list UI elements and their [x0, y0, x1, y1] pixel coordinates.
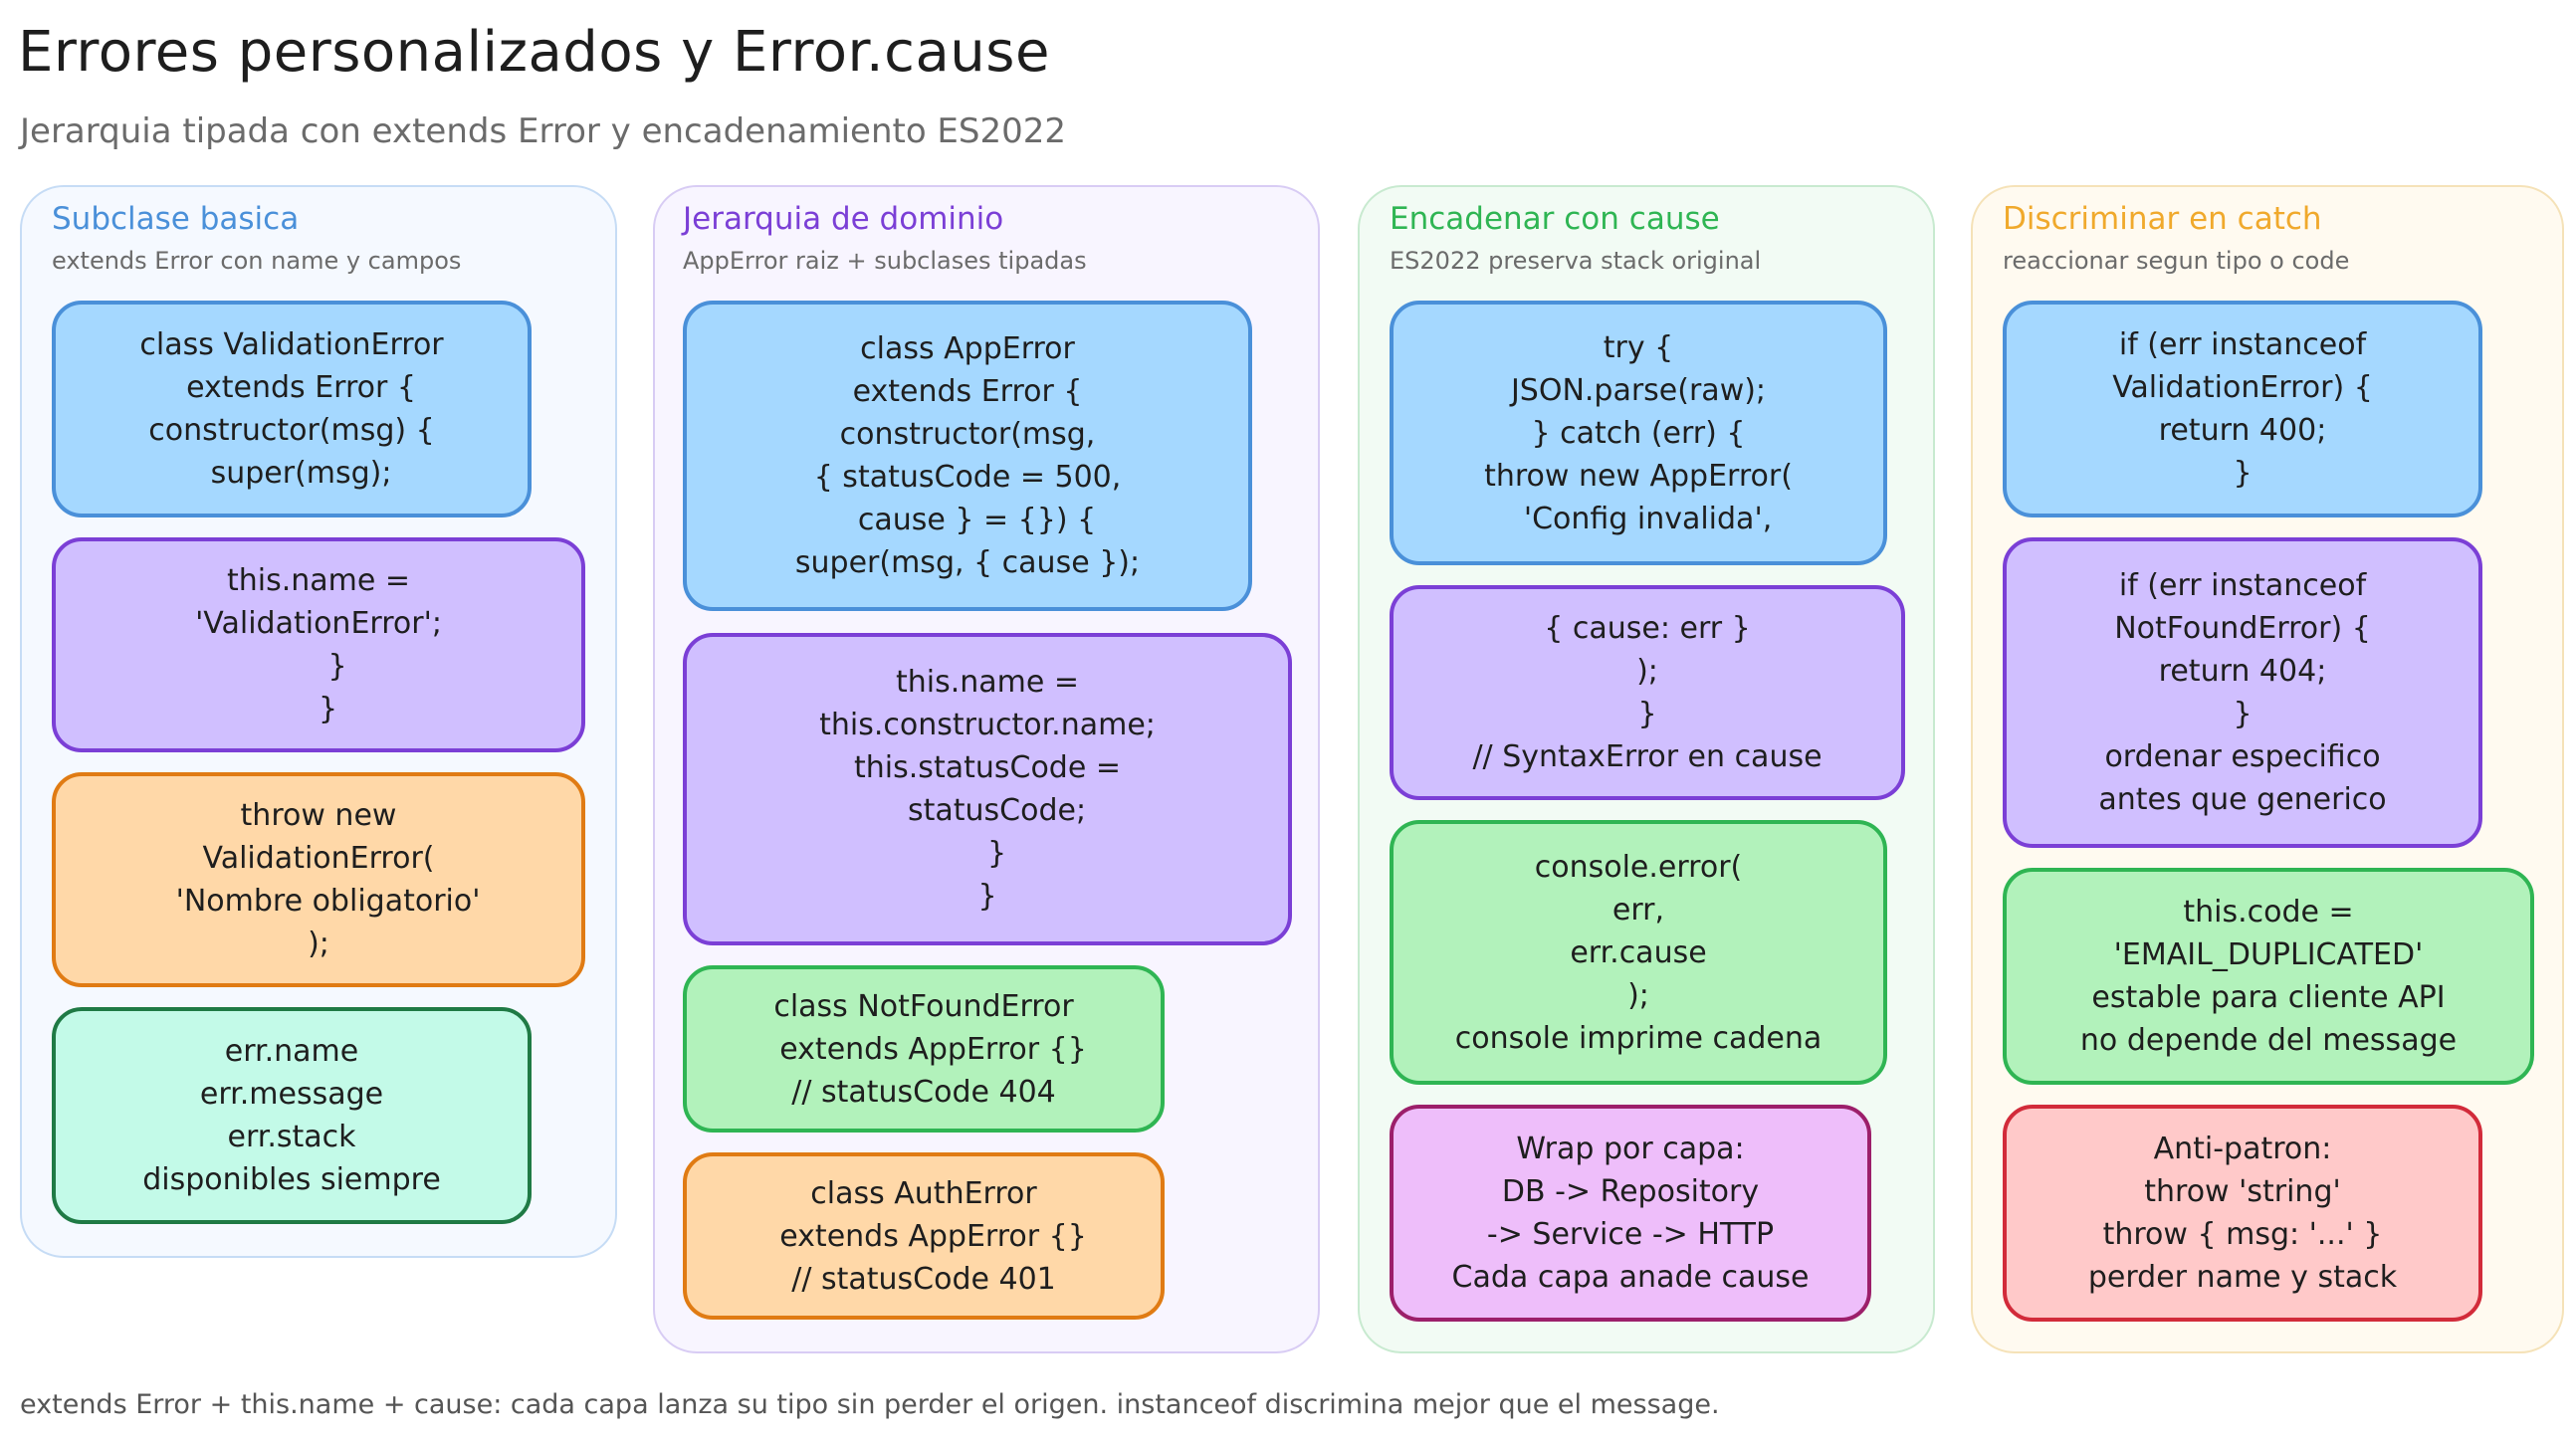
code-line: } catch (err) {	[1531, 415, 1746, 451]
code-line: if (err instanceof	[2118, 327, 2367, 362]
code-box: if (err instanceof NotFoundError) { retu…	[2003, 537, 2482, 848]
code-line: class NotFoundError	[773, 988, 1074, 1024]
code-line: }	[1637, 697, 1657, 731]
code-line: class AuthError	[810, 1175, 1037, 1211]
code-line: perder name y stack	[2087, 1260, 2398, 1295]
code-line: super(msg);	[191, 456, 392, 491]
code-line: extends Error {	[167, 370, 416, 405]
code-line: }	[299, 692, 338, 726]
code-line: Cada capa anade cause	[1451, 1260, 1810, 1295]
code-line: ordenar especifico	[2104, 739, 2381, 774]
code-line: extends AppError {}	[760, 1031, 1087, 1067]
code-line: Anti-patron:	[2153, 1132, 2332, 1166]
code-line: console imprime cadena	[1454, 1020, 1823, 1056]
code-line: console.error(	[1534, 849, 1743, 885]
code-box: class ValidationError extends Error { co…	[52, 301, 532, 517]
code-box: if (err instanceof ValidationError) { re…	[2003, 301, 2482, 517]
code-line: ValidationError) {	[2112, 370, 2373, 405]
code-box: class NotFoundError extends AppError {} …	[683, 965, 1165, 1133]
code-line: try {	[1603, 329, 1674, 365]
code-box: this.name = this.constructor.name; this.…	[683, 633, 1292, 945]
code-line: }	[2233, 697, 2253, 731]
code-line: );	[308, 927, 329, 961]
code-line: ValidationError(	[202, 841, 435, 876]
panel-subtitle: AppError raiz + subclases tipadas	[683, 247, 1087, 275]
code-line: 'ValidationError';	[195, 606, 442, 641]
footer-note: extends Error + this.name + cause: cada …	[20, 1389, 1720, 1420]
code-line: throw new AppError(	[1484, 458, 1793, 494]
panel-title: Discriminar en catch	[2003, 201, 2322, 237]
code-line: NotFoundError) {	[2114, 611, 2371, 646]
code-box: console.error( err, err.cause ); console…	[1390, 820, 1887, 1085]
code-line: );	[1627, 977, 1649, 1013]
code-line: }	[290, 649, 347, 684]
code-line: super(msg, { cause });	[794, 545, 1141, 580]
code-line: Wrap por capa:	[1516, 1132, 1745, 1166]
code-line: this.code =	[2183, 895, 2354, 929]
code-line: throw new	[240, 798, 397, 833]
panel-subtitle: reaccionar segun tipo o code	[2003, 247, 2350, 275]
code-line: return 400;	[2158, 413, 2327, 448]
panel-subtitle: extends Error con name y campos	[52, 247, 462, 275]
code-line: throw 'string'	[2144, 1174, 2341, 1209]
page-subtitle: Jerarquia tipada con extends Error y enc…	[20, 111, 1067, 151]
code-line: 'Nombre obligatorio'	[156, 884, 481, 919]
code-line: class ValidationError	[139, 327, 444, 362]
code-line: this.name =	[895, 665, 1080, 700]
code-line: if (err instanceof	[2118, 568, 2367, 603]
code-line: this.constructor.name;	[819, 708, 1156, 742]
code-box: { cause: err } ); } // SyntaxError en ca…	[1390, 585, 1905, 800]
code-line: statusCode;	[888, 793, 1087, 828]
code-line: 'EMAIL_DUPLICATED'	[2113, 937, 2424, 972]
code-line: class AppError	[860, 331, 1075, 366]
code-line: err.stack	[227, 1120, 356, 1154]
code-box: class AuthError extends AppError {} // s…	[683, 1152, 1165, 1320]
info-box: err.name err.message err.stack disponibl…	[52, 1007, 532, 1224]
code-line: extends Error {	[852, 374, 1083, 409]
code-line: }	[2233, 456, 2253, 491]
code-line: 'Config invalida',	[1504, 501, 1773, 536]
code-line: antes que generico	[2098, 782, 2387, 817]
code-line: constructor(msg,	[839, 417, 1096, 452]
info-box: Wrap por capa: DB -> Repository -> Servi…	[1390, 1105, 1871, 1322]
code-line: err.cause	[1570, 934, 1707, 970]
code-box: this.code = 'EMAIL_DUPLICATED' estable p…	[2003, 868, 2534, 1085]
code-line: -> Service -> HTTP	[1486, 1217, 1775, 1252]
code-line: return 404;	[2158, 654, 2327, 689]
code-line: // SyntaxError en cause	[1472, 739, 1823, 774]
code-line: this.name =	[226, 563, 411, 598]
code-line: err,	[1611, 892, 1665, 928]
page-title: Errores personalizados y Error.cause	[18, 20, 1050, 85]
code-line: }	[967, 836, 1007, 871]
panel-subtitle: ES2022 preserva stack original	[1390, 247, 1762, 275]
code-line: extends AppError {}	[760, 1218, 1087, 1254]
code-line: JSON.parse(raw);	[1510, 372, 1767, 408]
panel-title: Encadenar con cause	[1390, 201, 1720, 237]
panel-title: Jerarquia de dominio	[683, 201, 1004, 237]
code-line: // statusCode 401	[791, 1261, 1056, 1297]
code-line: err.name	[224, 1034, 359, 1069]
code-line: // statusCode 404	[791, 1074, 1056, 1110]
code-line: cause } = {}) {	[838, 503, 1097, 537]
code-line: { statusCode = 500,	[813, 460, 1122, 495]
code-line: this.statusCode =	[854, 750, 1121, 785]
code-line: disponibles siempre	[142, 1162, 441, 1197]
code-line: err.message	[199, 1077, 384, 1112]
code-line: throw { msg: '...' }	[2102, 1217, 2383, 1252]
panel-title: Subclase basica	[52, 201, 300, 237]
code-line: constructor(msg) {	[148, 413, 435, 448]
code-box: this.name = 'ValidationError'; } }	[52, 537, 585, 752]
code-line: );	[1636, 654, 1658, 689]
code-box: class AppError extends Error { construct…	[683, 301, 1252, 611]
code-line: { cause: err }	[1544, 611, 1751, 646]
code-box: try { JSON.parse(raw); } catch (err) { t…	[1390, 301, 1887, 565]
warning-box: Anti-patron: throw 'string' throw { msg:…	[2003, 1105, 2482, 1322]
code-line: DB -> Repository	[1501, 1174, 1760, 1209]
code-line: estable para cliente API	[2091, 980, 2446, 1015]
code-line: no depende del message	[2079, 1023, 2458, 1058]
code-box: throw new ValidationError( 'Nombre oblig…	[52, 772, 585, 987]
code-line: }	[977, 879, 997, 914]
